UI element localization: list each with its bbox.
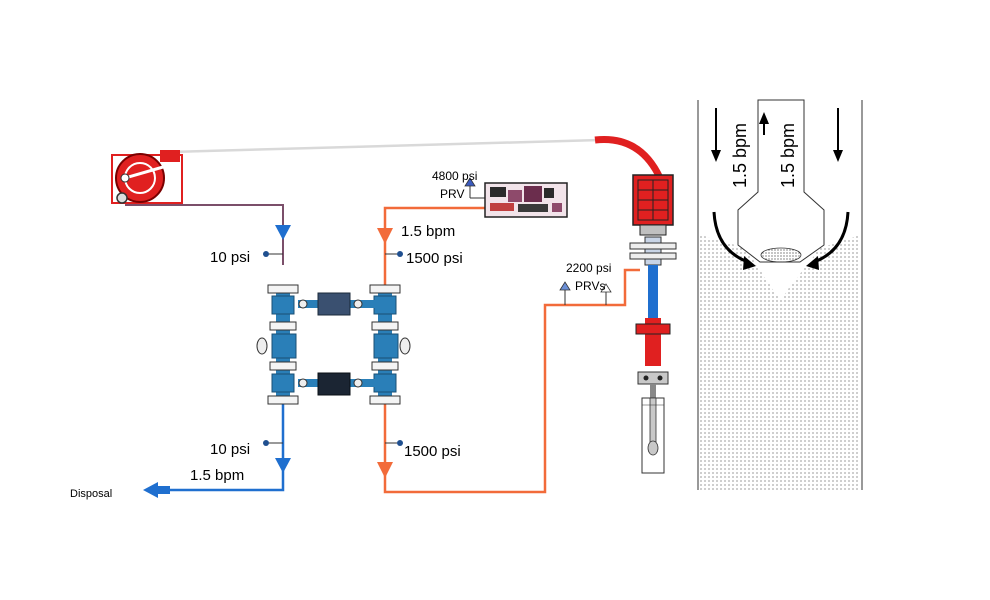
bha-tool-icon [641, 397, 665, 474]
flow-arrow-icon [377, 228, 393, 244]
prv-2200-sublabel: PRVs [575, 279, 605, 293]
bop-stack [629, 236, 677, 398]
pressure-top-left-label: 10 psi [210, 249, 250, 266]
relief-valve-icon [464, 177, 486, 199]
hose-reel-icon [111, 150, 183, 204]
disposal-label: Disposal [70, 488, 112, 500]
flow-arrow-icon [377, 462, 393, 478]
pressure-bottom-left-label: 10 psi [210, 441, 250, 458]
relief-valve-icon [559, 281, 612, 305]
coil-line [125, 204, 284, 265]
gooseneck [594, 135, 664, 180]
flow-arrow-icon [143, 482, 158, 498]
prv-2200-label: 2200 psi [566, 261, 611, 275]
coil-cable [169, 138, 601, 154]
pressure-gauge-icon [263, 251, 403, 446]
flow-arrow-icon [275, 225, 291, 240]
return-line [150, 400, 285, 492]
pressure-top-right-label: 1500 psi [406, 250, 463, 267]
choke-manifold [256, 284, 411, 405]
rate-top-label: 1.5 bpm [401, 223, 455, 240]
flow-arrow-icon [275, 458, 291, 473]
pressure-bottom-right-label: 1500 psi [404, 443, 461, 460]
rate-bottom-label: 1.5 bpm [190, 467, 244, 484]
injection-line-bottom [383, 268, 640, 494]
injection-line-top [383, 206, 485, 285]
injector-head-icon [632, 174, 674, 236]
well-rate-left-label: 1.5 bpm [730, 123, 750, 188]
well-rate-right-label: 1.5 bpm [778, 123, 798, 188]
pump-unit-icon [484, 182, 568, 218]
prv-4800-sublabel: PRV [440, 187, 464, 201]
wellbore-schematic [697, 99, 863, 490]
prv-4800-label: 4800 psi [432, 169, 477, 183]
